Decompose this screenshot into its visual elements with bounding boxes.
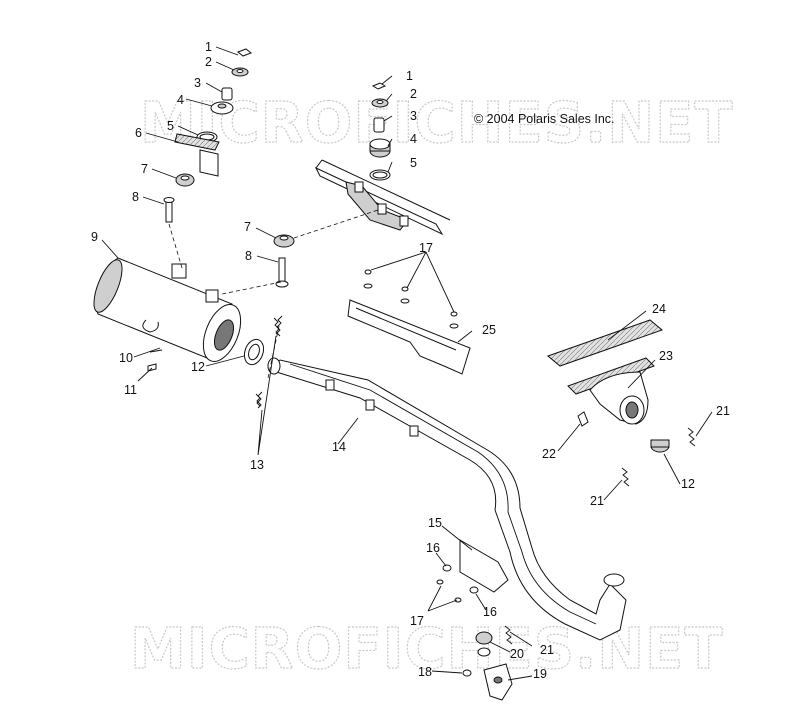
bolt-8	[278, 257, 286, 283]
gasket-20	[475, 631, 493, 645]
callout-labels: 1 2 3 4 5 6 7 8 9 1 2 3 4 5 7 8 17 24 25…	[91, 40, 730, 681]
screw-17-b	[454, 597, 462, 603]
callout-10: 10	[119, 351, 133, 365]
springs-13	[255, 315, 283, 409]
callout-12-left: 12	[191, 360, 205, 374]
watermark-bottom: MICROFICHES.NET	[130, 617, 724, 682]
callout-21-right: 21	[716, 404, 730, 418]
bracket-19-hole	[493, 676, 503, 684]
callout-5-left: 5	[167, 119, 174, 133]
callout-12-right: 12	[681, 477, 695, 491]
gasket-20-base	[477, 647, 491, 657]
callout-18: 18	[418, 665, 432, 679]
grommet-7-hole	[279, 235, 289, 241]
callout-13: 13	[250, 458, 264, 472]
callout-2-left: 2	[205, 55, 212, 69]
callout-19: 19	[533, 667, 547, 681]
callout-5-right: 5	[410, 156, 417, 170]
washer-16-a	[442, 564, 452, 572]
callout-8-left: 8	[132, 190, 139, 204]
leader-lines	[101, 46, 713, 681]
spring-21-bottom	[504, 625, 513, 645]
callout-3-right: 3	[410, 109, 417, 123]
spring-21-mid	[621, 467, 630, 487]
callout-16-left: 16	[426, 541, 440, 555]
callout-24: 24	[652, 302, 666, 316]
watermark-top: MICROFICHES.NET	[140, 91, 734, 156]
spring-21-right	[687, 427, 696, 447]
frame-rail	[314, 159, 451, 236]
callout-11: 11	[124, 383, 137, 397]
callout-6: 6	[135, 126, 142, 140]
callout-21-bottom: 21	[540, 643, 554, 657]
callout-7-left: 7	[141, 162, 148, 176]
callout-21-mid: 21	[590, 494, 604, 508]
nut-18	[462, 669, 472, 677]
callout-8-mid: 8	[245, 249, 252, 263]
exhaust-pipe-14	[267, 357, 627, 641]
heat-shield-15	[459, 539, 509, 593]
heat-shield-25	[347, 269, 471, 375]
callout-7-mid: 7	[244, 220, 251, 234]
callout-16-right: 16	[483, 605, 497, 619]
bolt-8-head	[275, 280, 289, 288]
callout-17-top: 17	[419, 241, 433, 255]
callout-14: 14	[332, 440, 346, 454]
washer-16-b	[469, 586, 479, 594]
callout-9: 9	[91, 230, 98, 244]
muffler-9	[93, 257, 242, 362]
callout-23: 23	[659, 349, 673, 363]
callout-15: 15	[428, 516, 442, 530]
callout-20: 20	[510, 647, 524, 661]
callout-3-left: 3	[194, 76, 201, 90]
left-mount-hardware	[163, 48, 252, 223]
callout-25: 25	[482, 323, 496, 337]
screw-11	[147, 363, 157, 372]
callout-1-right: 1	[406, 69, 413, 83]
header-flange-23-24	[547, 319, 663, 427]
callout-17-bottom: 17	[410, 614, 424, 628]
grommet-7	[273, 234, 295, 248]
copyright-text: © 2004 Polaris Sales Inc.	[474, 112, 615, 126]
callout-1-left: 1	[205, 40, 212, 54]
callout-2-right: 2	[410, 87, 417, 101]
callout-22: 22	[542, 447, 556, 461]
screw-10	[149, 349, 163, 353]
callout-4-left: 4	[177, 93, 184, 107]
gasket-12-right-body	[650, 439, 670, 448]
callout-4-right: 4	[410, 132, 417, 146]
right-mount-hardware	[369, 82, 391, 181]
alignment-lines	[168, 209, 379, 379]
gasket-12-left-inner	[248, 343, 260, 361]
screw-17-a	[436, 579, 444, 585]
